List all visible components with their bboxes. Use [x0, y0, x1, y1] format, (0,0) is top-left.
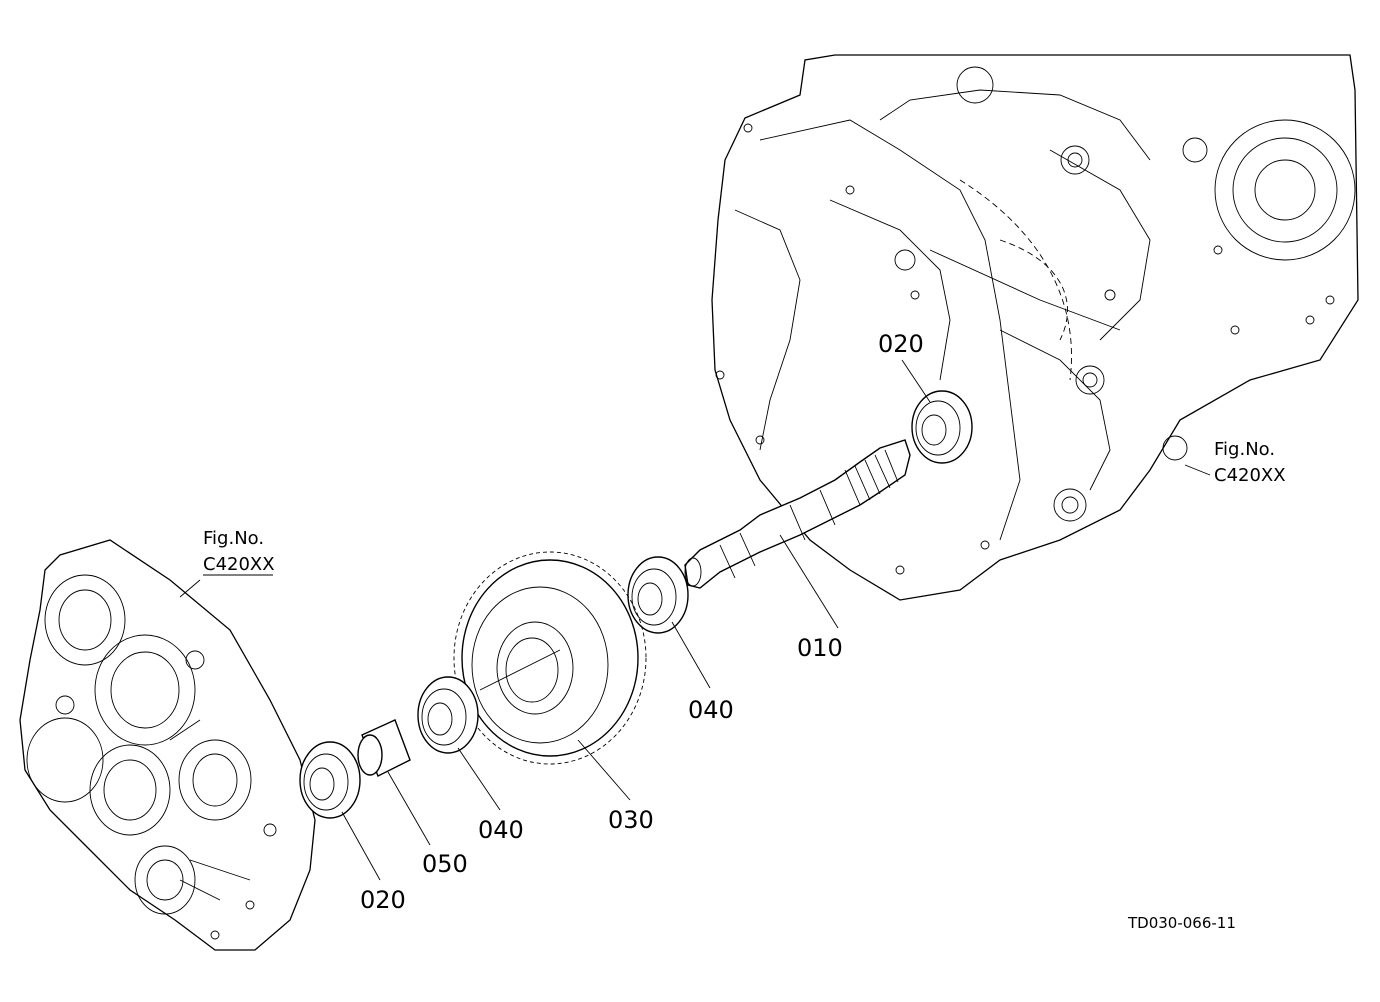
bearing-020-bottom — [299, 741, 361, 819]
shaft-010 — [684, 439, 911, 589]
fig-ref-left-line2: C420XX — [203, 554, 275, 575]
fig-ref-right-line2: C420XX — [1214, 465, 1286, 486]
gear-030 — [453, 551, 647, 765]
callout-010: 010 — [797, 634, 843, 662]
bearing-040-right — [627, 556, 689, 634]
callout-050: 050 — [422, 850, 468, 878]
callout-020-top: 020 — [878, 330, 924, 358]
callout-040-left: 040 — [478, 816, 524, 844]
fig-ref-right-line1: Fig.No. — [1214, 439, 1275, 460]
drawing-code: TD030-066-11 — [1127, 914, 1236, 932]
front-cover — [19, 539, 316, 951]
centre-line — [479, 649, 561, 691]
collar-050 — [357, 719, 411, 777]
callout-020-bottom: 020 — [360, 886, 406, 914]
leader-lines — [179, 359, 1211, 881]
fig-ref-left: Fig.No. C420XX — [203, 528, 275, 576]
fig-ref-right: Fig.No. C420XX — [1214, 439, 1286, 486]
bearing-040-left — [417, 676, 479, 754]
fig-ref-left-line1: Fig.No. — [203, 528, 264, 549]
callout-040-right: 040 — [688, 696, 734, 724]
callout-030: 030 — [608, 806, 654, 834]
bearing-020-top — [911, 390, 973, 464]
transmission-housing — [711, 54, 1359, 601]
